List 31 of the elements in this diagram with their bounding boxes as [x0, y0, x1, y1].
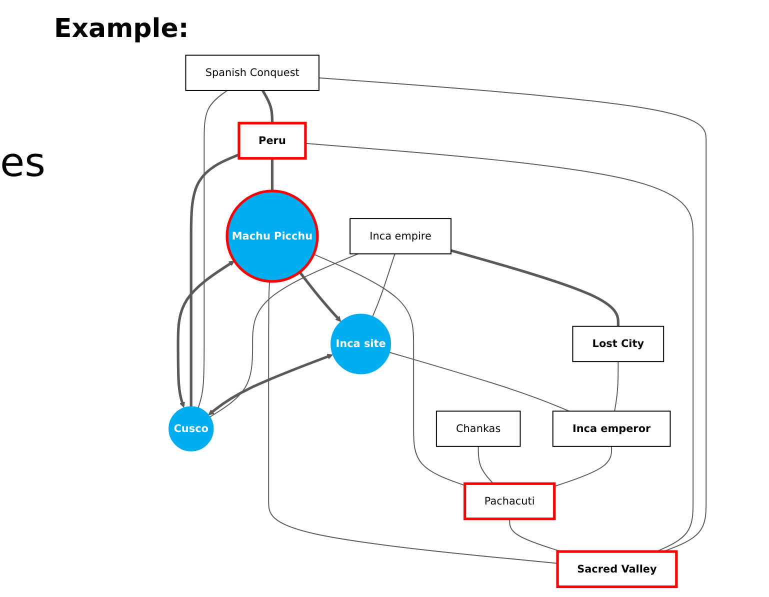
connector — [270, 158, 274, 191]
node-circle: Machu Picchu — [226, 190, 319, 283]
arrow — [208, 354, 333, 416]
connector — [313, 254, 466, 486]
slide-text-fragment: es — [0, 140, 46, 186]
node-circle: Cusco — [168, 406, 214, 452]
connector — [262, 90, 274, 124]
connector — [372, 253, 396, 317]
node-box: Inca emperor — [552, 410, 671, 447]
connector — [614, 361, 619, 412]
arrow — [176, 260, 235, 408]
connector — [198, 90, 228, 408]
node-box: Inca empire — [350, 218, 452, 254]
connector — [389, 352, 570, 412]
connector — [318, 77, 707, 552]
connector — [209, 253, 359, 418]
connector — [190, 153, 240, 407]
connector — [450, 249, 620, 326]
arrow — [298, 271, 342, 322]
node-box: Lost City — [572, 326, 664, 362]
node-box: Spanish Conquest — [185, 54, 320, 91]
connector — [554, 446, 612, 487]
node-circle: Inca site — [330, 314, 392, 374]
node-box: Peru — [238, 122, 307, 160]
node-box: Pachacuti — [464, 482, 556, 520]
connector — [268, 280, 558, 564]
connector — [304, 142, 694, 552]
node-box: Sacred Valley — [556, 550, 678, 588]
node-box: Chankas — [436, 410, 521, 447]
title: Example: — [54, 14, 189, 44]
connector — [478, 446, 494, 484]
